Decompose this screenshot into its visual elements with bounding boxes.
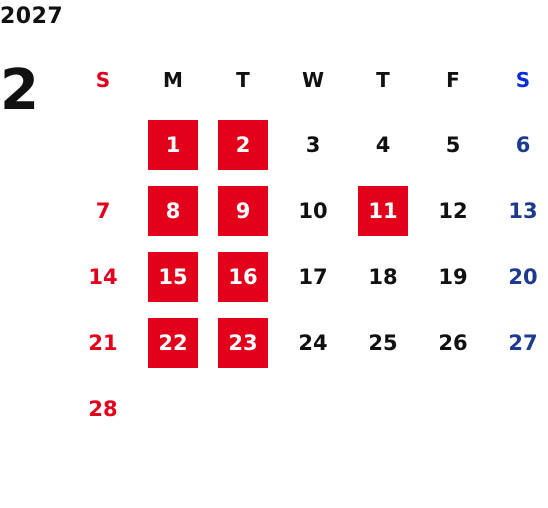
- calendar-day: 22: [148, 318, 198, 368]
- weekday-header-monday: M: [163, 68, 183, 92]
- calendar-day: 8: [148, 186, 198, 236]
- calendar-day: 15: [148, 252, 198, 302]
- calendar-day: 9: [218, 186, 268, 236]
- calendar-day: 23: [218, 318, 268, 368]
- calendar-day: 17: [298, 265, 328, 289]
- calendar-day: 26: [438, 331, 468, 355]
- calendar-day: 28: [88, 397, 118, 421]
- weekday-header-sunday: S: [95, 68, 111, 92]
- calendar-day: 25: [368, 331, 398, 355]
- calendar-day: 24: [298, 331, 328, 355]
- weekday-header-wednesday: W: [301, 68, 325, 92]
- calendar-year: 2027: [0, 4, 64, 29]
- calendar-day: 19: [438, 265, 468, 289]
- calendar-day: 1: [148, 120, 198, 170]
- calendar-day: 10: [298, 199, 328, 223]
- weekday-header-thursday: T: [376, 68, 390, 92]
- weekday-header-saturday: S: [515, 68, 531, 92]
- calendar-day: 21: [88, 331, 118, 355]
- calendar-day: 6: [515, 133, 531, 157]
- calendar-day: 12: [438, 199, 468, 223]
- calendar-month: 2: [0, 58, 39, 123]
- calendar-day: 18: [368, 265, 398, 289]
- calendar-day: 3: [305, 133, 321, 157]
- calendar-day: 5: [445, 133, 461, 157]
- weekday-header-friday: F: [446, 68, 460, 92]
- calendar-day: 4: [375, 133, 391, 157]
- weekday-header-tuesday: T: [236, 68, 250, 92]
- calendar-day: 11: [358, 186, 408, 236]
- calendar-grid: S M T W T F S 1 2 3 4 5 6 7 8 9 10 11 12…: [68, 48, 548, 508]
- calendar-day: 7: [95, 199, 111, 223]
- calendar-day: 13: [508, 199, 538, 223]
- calendar-day: 14: [88, 265, 118, 289]
- calendar-day: 16: [218, 252, 268, 302]
- calendar-day: 20: [508, 265, 538, 289]
- calendar-day: 27: [508, 331, 538, 355]
- calendar-day: 2: [218, 120, 268, 170]
